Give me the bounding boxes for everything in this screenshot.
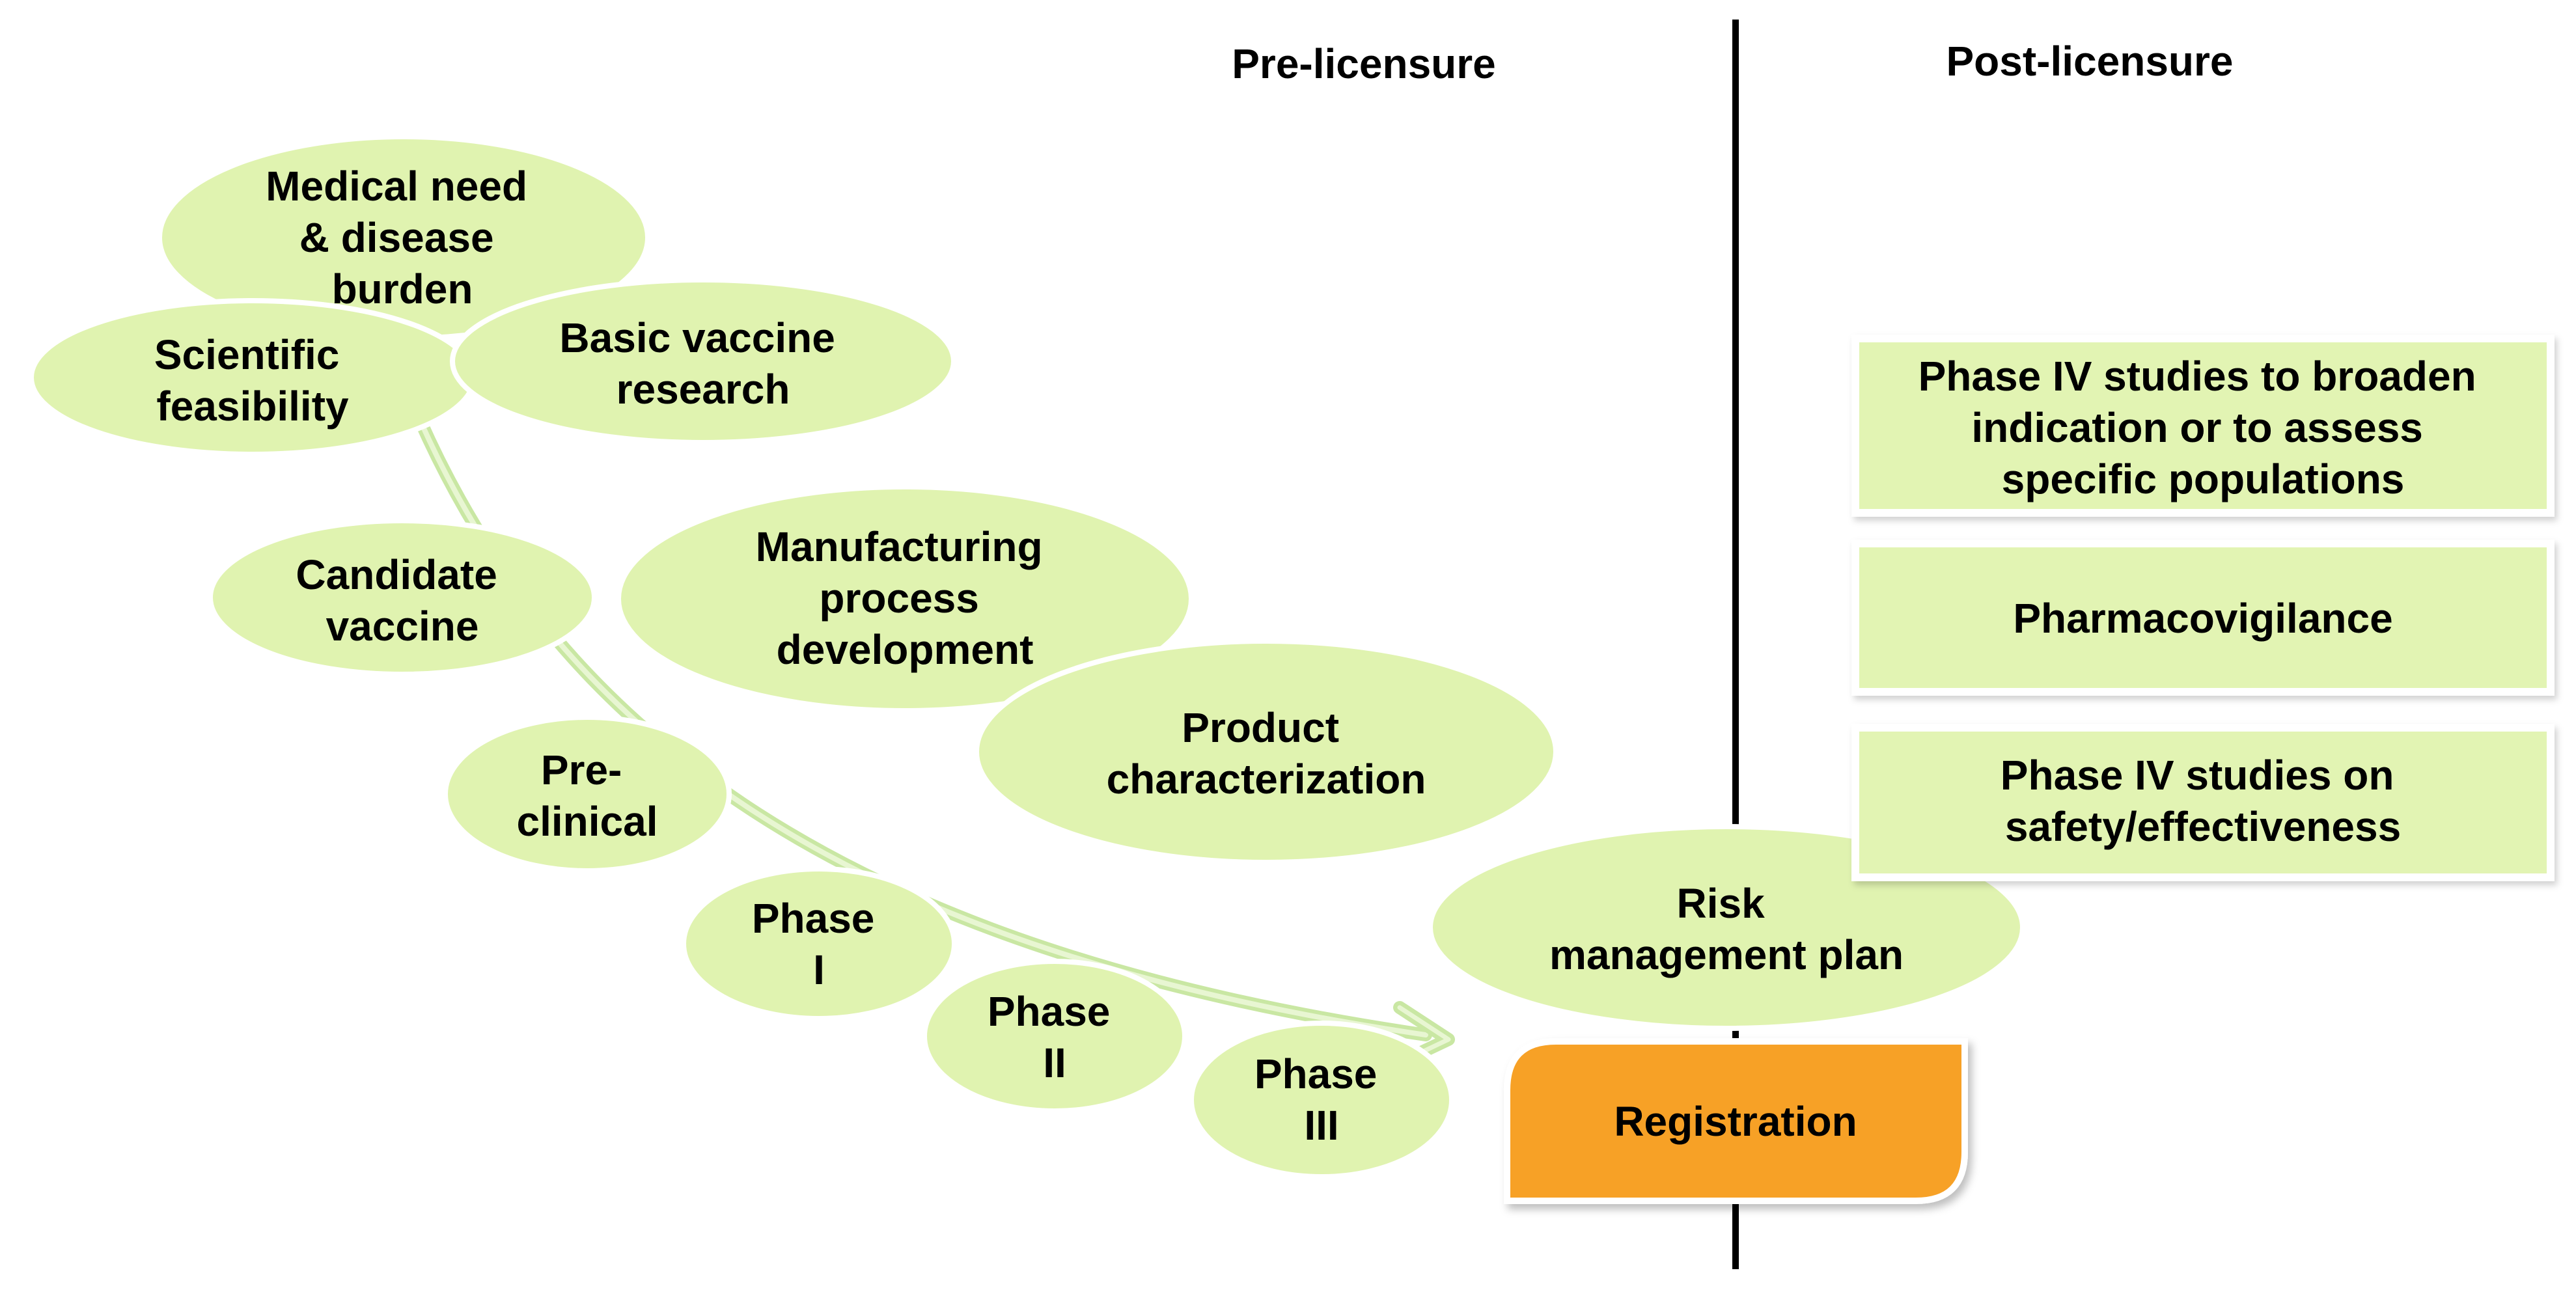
product-characterization-node bbox=[974, 638, 1558, 865]
registration-label: Registration bbox=[1614, 1098, 1857, 1145]
phase-1-node bbox=[681, 866, 957, 1021]
pre-licensure-header: Pre-licensure bbox=[1232, 40, 1496, 87]
pharmacovigilance-label: Pharmacovigilance bbox=[2013, 595, 2392, 642]
basic-vaccine-research-label: Basic vaccine research bbox=[559, 314, 846, 413]
candidate-vaccine-label: Candidate vaccine bbox=[296, 551, 508, 650]
basic-vaccine-research-node bbox=[450, 277, 956, 445]
phase-3-node bbox=[1189, 1021, 1454, 1179]
phase4-safety-box bbox=[1851, 724, 2555, 881]
manufacturing-process-label: Manufacturing process development bbox=[756, 523, 1055, 673]
pre-clinical-label: Pre- clinical bbox=[517, 747, 658, 845]
pharmacovigilance-box bbox=[1851, 540, 2555, 696]
phase-3-label: Phase III bbox=[1254, 1050, 1389, 1149]
risk-management-plan-label: Risk management plan bbox=[1549, 880, 1904, 978]
phase-2-node bbox=[922, 959, 1187, 1114]
post-licensure-header: Post-licensure bbox=[1946, 38, 2233, 85]
scientific-feasibility-label: Scientific feasibility bbox=[154, 331, 351, 430]
phase-2-label: Phase II bbox=[988, 988, 1122, 1086]
phase4-safety-label: Phase IV studies on safety/effectiveness bbox=[2001, 752, 2405, 850]
manufacturing-process-node bbox=[616, 484, 1194, 713]
candidate-vaccine-node bbox=[208, 518, 597, 677]
product-characterization-label: Product characterization bbox=[1107, 704, 1426, 803]
medical-need-label: Medical need & disease burden bbox=[266, 163, 539, 312]
phase-1-label: Phase I bbox=[752, 895, 886, 993]
phase4-broaden-label: Phase IV studies to broaden indication o… bbox=[1918, 353, 2488, 502]
registration-box bbox=[1504, 1038, 1968, 1204]
phase4-broaden-box bbox=[1851, 335, 2555, 517]
pre-clinical-node bbox=[443, 715, 732, 873]
